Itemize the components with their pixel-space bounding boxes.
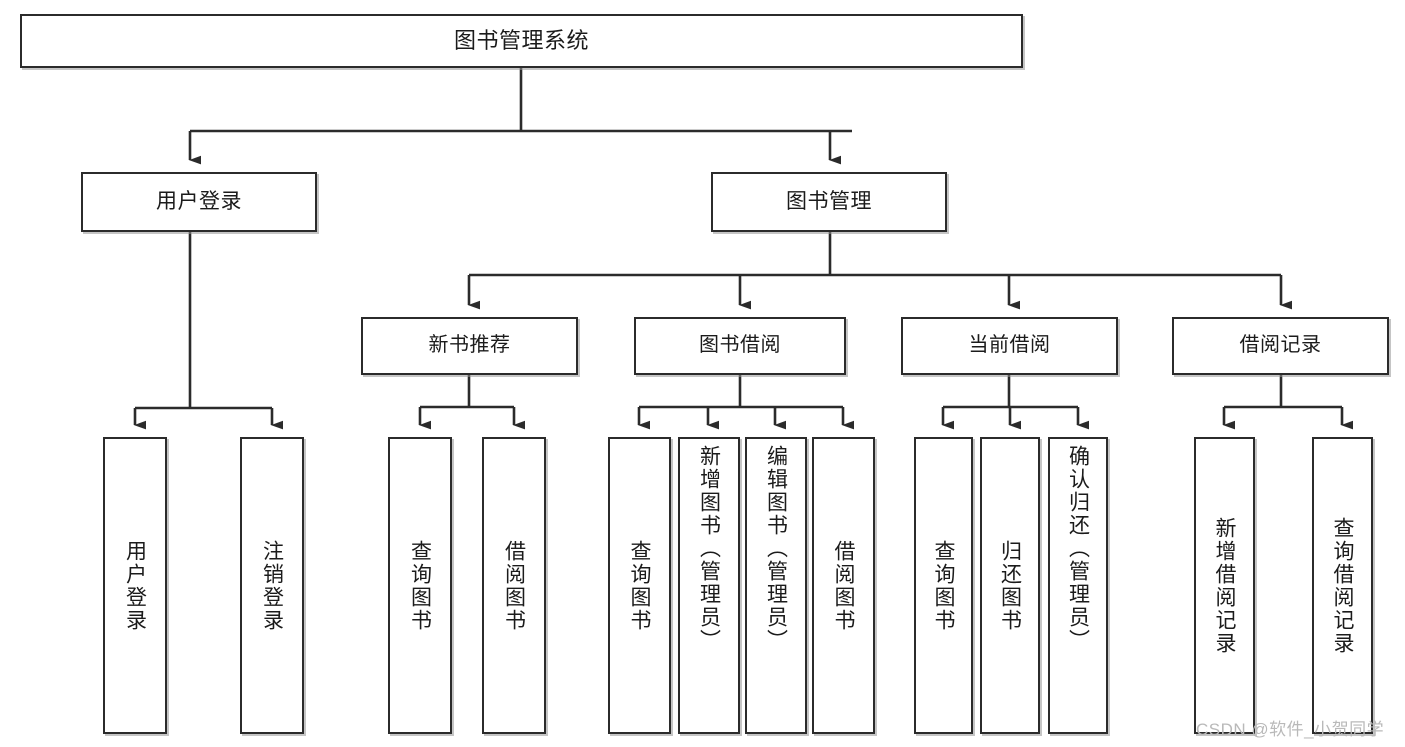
node-root-label: 图书管理系统: [453, 28, 589, 54]
node-book-management-label: 图书管理: [786, 189, 872, 213]
leaf-text-wrapper: 用户登录: [105, 439, 165, 732]
node-leaf-query-book-recommend-label: 查询图书: [408, 539, 432, 632]
node-leaf-add-borrow-record[interactable]: 新增借阅记录: [1194, 437, 1255, 734]
node-leaf-add-borrow-record-label: 新增借阅记录: [1213, 516, 1236, 655]
node-leaf-add-book[interactable]: 新增图书（管理员）: [678, 437, 740, 734]
leaf-text-wrapper: 确认归还（管理员）: [1050, 439, 1106, 732]
node-leaf-add-book-label: 新增图书（管理员）: [697, 445, 721, 652]
leaf-text-wrapper: 注销登录: [242, 439, 302, 732]
node-book-borrow[interactable]: 图书借阅: [634, 317, 846, 375]
node-book-borrow-label: 图书借阅: [699, 334, 781, 357]
node-leaf-borrow-book-recommend[interactable]: 借阅图书: [482, 437, 546, 734]
leaf-text-wrapper: 编辑图书（管理员）: [747, 439, 805, 732]
node-current-borrow-label: 当前借阅: [968, 334, 1051, 357]
node-leaf-logout-label: 注销登录: [260, 539, 284, 632]
node-root[interactable]: 图书管理系统: [20, 14, 1023, 68]
node-leaf-return-book[interactable]: 归还图书: [980, 437, 1040, 734]
node-borrow-record-label: 借阅记录: [1239, 334, 1322, 357]
node-leaf-query-book-borrow-label: 查询图书: [628, 539, 651, 632]
leaf-text-wrapper: 归还图书: [982, 439, 1038, 732]
node-leaf-user-login-label: 用户登录: [123, 539, 147, 632]
node-user-login-label: 用户登录: [156, 189, 242, 213]
leaf-text-wrapper: 新增图书（管理员）: [680, 439, 738, 732]
node-leaf-query-book-current-label: 查询图书: [932, 539, 955, 632]
node-leaf-return-book-label: 归还图书: [998, 539, 1022, 632]
leaf-text-wrapper: 查询图书: [916, 439, 971, 732]
leaf-text-wrapper: 借阅图书: [814, 439, 873, 732]
node-leaf-confirm-return[interactable]: 确认归还（管理员）: [1048, 437, 1108, 734]
node-leaf-query-borrow-record[interactable]: 查询借阅记录: [1312, 437, 1373, 734]
node-leaf-logout[interactable]: 注销登录: [240, 437, 304, 734]
node-book-management[interactable]: 图书管理: [711, 172, 947, 232]
leaf-text-wrapper: 借阅图书: [484, 439, 544, 732]
node-leaf-confirm-return-label: 确认归还（管理员）: [1066, 445, 1090, 652]
node-leaf-borrow-book[interactable]: 借阅图书: [812, 437, 875, 734]
node-leaf-query-book-current[interactable]: 查询图书: [914, 437, 973, 734]
node-leaf-query-book-recommend[interactable]: 查询图书: [388, 437, 452, 734]
node-borrow-record[interactable]: 借阅记录: [1172, 317, 1389, 375]
node-leaf-query-borrow-record-label: 查询借阅记录: [1331, 516, 1354, 655]
node-leaf-user-login[interactable]: 用户登录: [103, 437, 167, 734]
node-leaf-edit-book-label: 编辑图书（管理员）: [764, 445, 788, 652]
leaf-text-wrapper: 查询图书: [610, 439, 669, 732]
node-leaf-query-book-borrow[interactable]: 查询图书: [608, 437, 671, 734]
node-user-login[interactable]: 用户登录: [81, 172, 317, 232]
node-new-book-recommend[interactable]: 新书推荐: [361, 317, 578, 375]
node-new-book-recommend-label: 新书推荐: [428, 334, 511, 357]
leaf-text-wrapper: 查询借阅记录: [1314, 439, 1371, 732]
node-current-borrow[interactable]: 当前借阅: [901, 317, 1118, 375]
node-leaf-edit-book[interactable]: 编辑图书（管理员）: [745, 437, 807, 734]
node-leaf-borrow-book-recommend-label: 借阅图书: [502, 539, 526, 632]
leaf-text-wrapper: 查询图书: [390, 439, 450, 732]
node-leaf-borrow-book-label: 借阅图书: [832, 539, 855, 632]
leaf-text-wrapper: 新增借阅记录: [1196, 439, 1253, 732]
